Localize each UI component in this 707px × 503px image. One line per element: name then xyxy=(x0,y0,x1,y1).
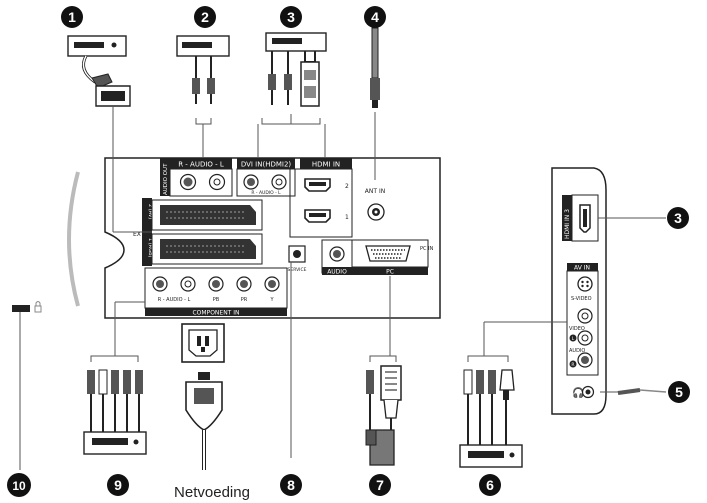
y-label: Y xyxy=(269,297,274,303)
ext-label: EXT xyxy=(133,231,145,238)
audio-lr-label: R - AUDIO - L xyxy=(178,161,224,169)
ext2-label: 2 (AV) xyxy=(147,204,153,219)
component-audio-r-port[interactable] xyxy=(152,276,168,292)
callout-1-text: 1 xyxy=(68,9,76,25)
callout-4: 4 xyxy=(364,6,386,28)
rear-panel: R - AUDIO - L DVI IN(HDMI2) HDMI IN AUDI… xyxy=(67,157,441,319)
side-audio-label: AUDIO xyxy=(569,348,585,354)
hdmi-port-1[interactable] xyxy=(304,209,331,223)
ant-in-label: ANT IN xyxy=(365,188,385,195)
av-device xyxy=(459,369,523,468)
component-pb-port[interactable] xyxy=(208,276,224,292)
kensington-lock xyxy=(12,301,42,313)
headphone-port[interactable] xyxy=(581,385,595,399)
dvi-audio-l-port[interactable] xyxy=(271,174,287,190)
callout-6: 6 xyxy=(479,474,501,496)
power-plug xyxy=(185,372,223,470)
dvi-audio-label: R - AUDIO - L xyxy=(251,190,281,196)
pb-label: PB xyxy=(213,297,220,303)
audio-device xyxy=(176,35,230,104)
callout-6-text: 6 xyxy=(486,477,494,493)
panel-curve xyxy=(67,171,80,307)
callout-10: 10 xyxy=(7,473,31,497)
component-pr-port[interactable] xyxy=(236,276,252,292)
power-label: Netvoeding xyxy=(174,484,250,501)
pc-in-label: PC IN xyxy=(420,246,434,252)
side-audio-r-port[interactable] xyxy=(577,352,593,368)
pc-cable xyxy=(365,365,402,466)
callout-2: 2 xyxy=(194,6,216,28)
dvi-device xyxy=(265,32,327,107)
scart-device xyxy=(67,35,131,107)
av-in-label: AV IN xyxy=(574,265,590,272)
hdmi-in-label: HDMI IN xyxy=(312,161,340,169)
dvi-hdmi2-label: DVI IN(HDMI2) xyxy=(241,161,292,169)
s-video-label: S-VIDEO xyxy=(571,296,592,302)
headphone-cable xyxy=(617,388,667,395)
side-audio-l-port[interactable] xyxy=(577,330,593,346)
scart-port-2[interactable] xyxy=(151,199,263,231)
antenna-cable xyxy=(370,27,380,108)
callout-3-side: 3 xyxy=(667,207,689,229)
callout-3: 3 xyxy=(280,6,302,28)
video-port[interactable] xyxy=(577,308,593,324)
callout-4-text: 4 xyxy=(371,9,379,25)
audio-label: AUDIO xyxy=(327,269,347,276)
component-device xyxy=(83,369,147,455)
side-audio-r-label: R xyxy=(571,362,574,368)
ext1-label: 1 (RGB) xyxy=(147,238,153,258)
callout-9-text: 9 xyxy=(114,477,122,493)
side-panel: HDMI IN 3 AV IN S-VIDEO VIDEO L AUDIO R … xyxy=(551,167,607,415)
audio-out-r-port[interactable] xyxy=(179,173,197,191)
hdmi-port-2[interactable] xyxy=(304,178,331,192)
pc-audio-port[interactable] xyxy=(329,246,345,262)
callout-7: 7 xyxy=(369,474,391,496)
side-audio-l-label: L xyxy=(572,336,575,342)
callout-3-text: 3 xyxy=(287,9,295,25)
callout-1: 1 xyxy=(61,6,83,28)
dvi-audio-r-port[interactable] xyxy=(243,174,259,190)
ant-in-port[interactable] xyxy=(367,203,385,221)
hdmi-in3-label: HDMI IN 3 xyxy=(564,209,571,239)
side-hdmi-port[interactable] xyxy=(579,204,591,233)
service-port[interactable] xyxy=(288,245,306,263)
callout-8: 8 xyxy=(280,474,302,496)
callout-7-text: 7 xyxy=(376,477,384,493)
hdmi-port-1-label: 1 xyxy=(345,214,349,221)
callout-5-text: 5 xyxy=(675,384,683,400)
hdmi-port-2-label: 2 xyxy=(345,183,349,190)
callout-2-text: 2 xyxy=(201,9,209,25)
pc-vga-port[interactable] xyxy=(365,245,411,262)
component-in-label: COMPONENT IN xyxy=(192,310,239,317)
component-y-port[interactable] xyxy=(264,276,280,292)
audio-out-l-port[interactable] xyxy=(208,173,226,191)
callout-9: 9 xyxy=(107,474,129,496)
service-label: SERVICE xyxy=(288,267,307,273)
component-audio-label: R - AUDIO - L xyxy=(158,297,191,303)
power-socket xyxy=(181,323,225,363)
pr-label: PR xyxy=(241,297,248,303)
component-audio-l-port[interactable] xyxy=(180,276,196,292)
callout-3-side-text: 3 xyxy=(674,210,682,226)
callout-8-text: 8 xyxy=(287,477,295,493)
pc-label: PC xyxy=(386,269,394,276)
headphone-icon: 🎧 xyxy=(572,386,584,399)
audio-out-label: AUDIO OUT xyxy=(163,163,169,195)
callout-5: 5 xyxy=(668,381,690,403)
s-video-port[interactable] xyxy=(577,276,593,292)
video-label: VIDEO xyxy=(569,326,585,332)
scart-port-1[interactable] xyxy=(151,233,263,265)
callout-10-text: 10 xyxy=(12,479,26,493)
